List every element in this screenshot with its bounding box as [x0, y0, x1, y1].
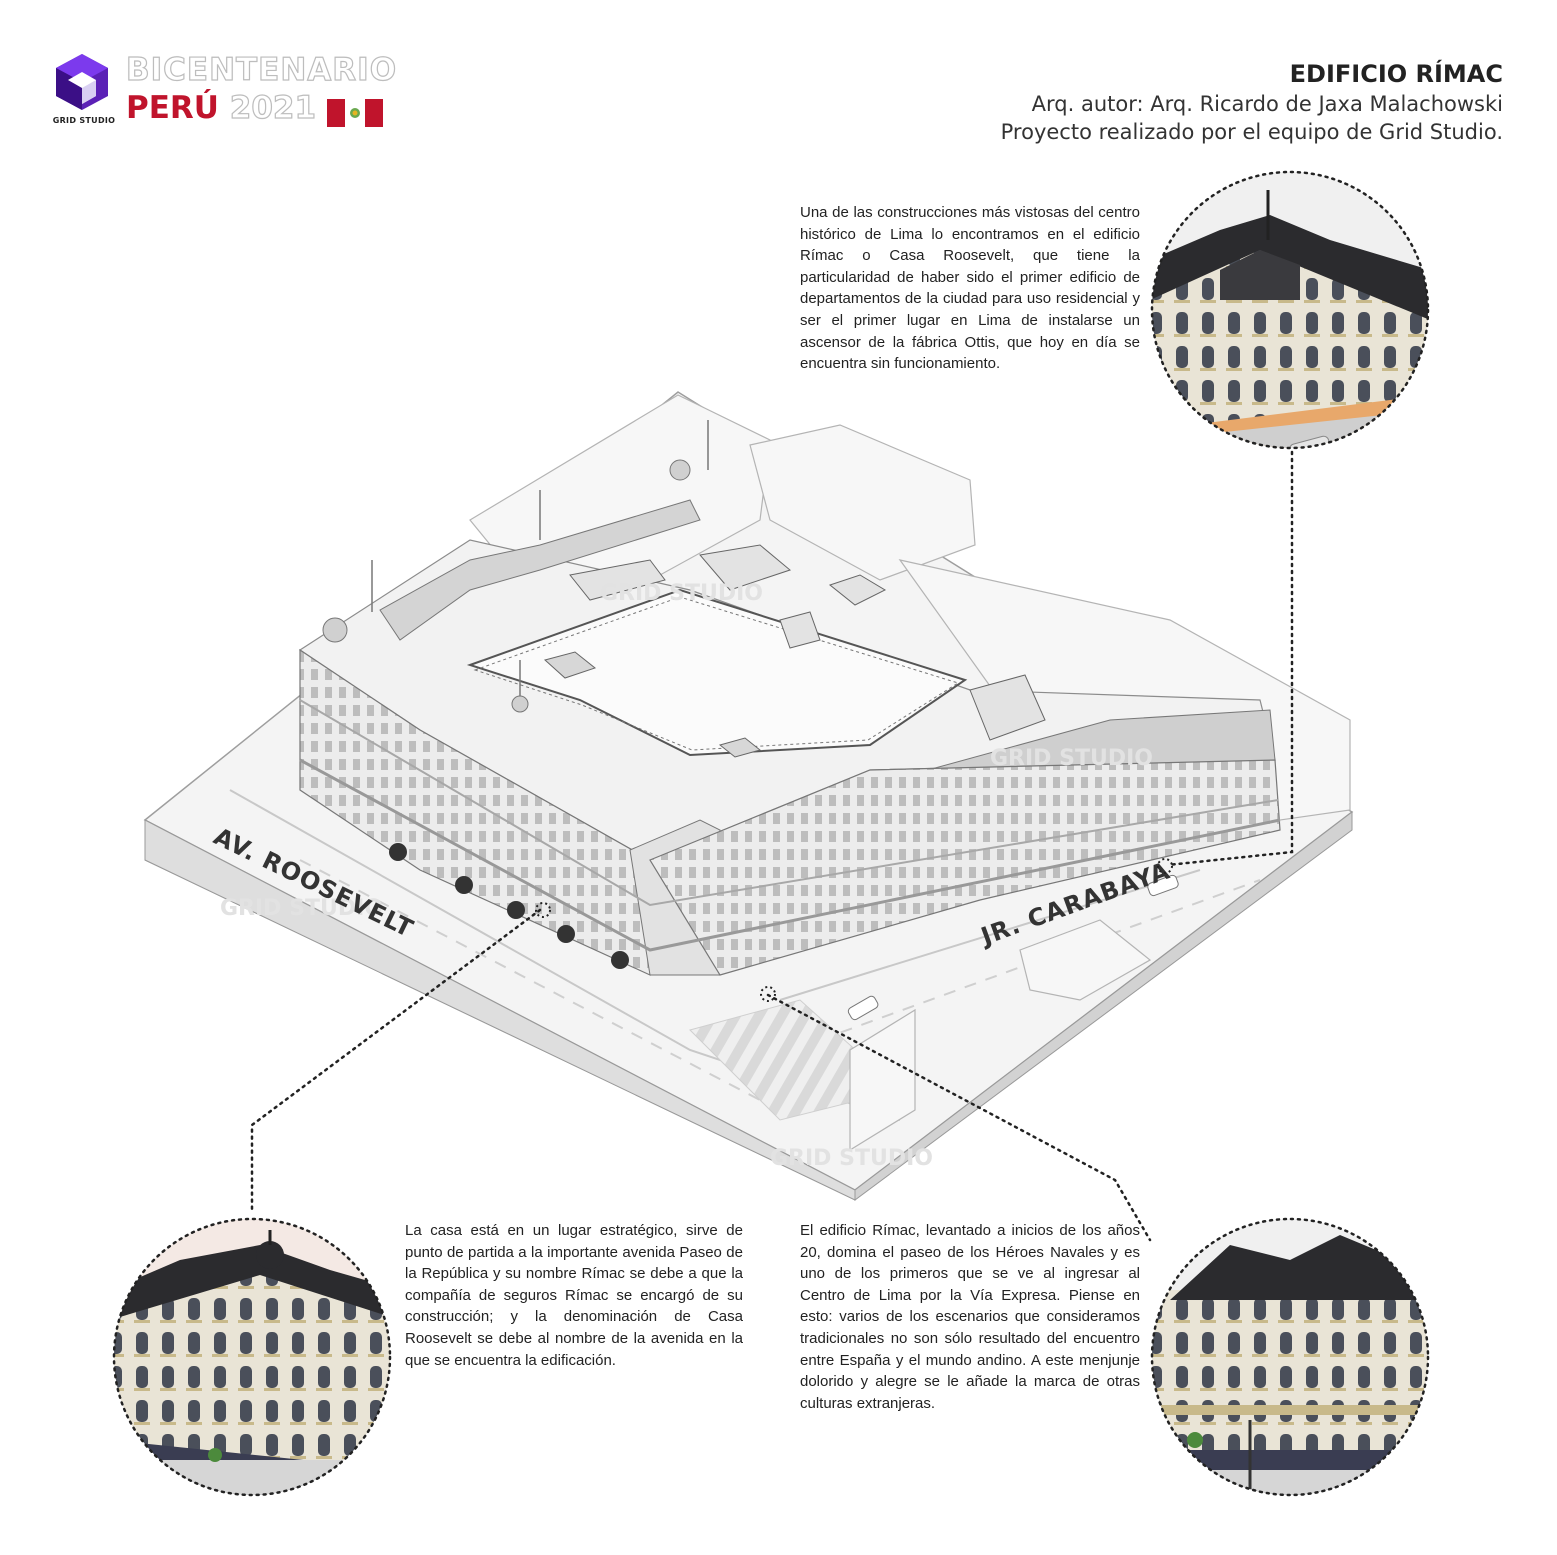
logo-peru-2021: PERÚ 2021: [126, 89, 317, 126]
paragraph-top: Una de las construcciones más vistosas d…: [800, 204, 1140, 373]
paragraph-bottom-left: La casa está en un lugar estratégico, si…: [405, 1222, 743, 1369]
grid-studio-cube-icon: [56, 54, 108, 110]
watermark-text-1: GRID STUDIO: [220, 896, 383, 921]
watermark-text-2: GRID STUDIO: [770, 1146, 933, 1171]
watermark-text-4: GRID STUDIO: [990, 746, 1153, 771]
paragraph-bottom-right: El edificio Rímac, levantado a inicios d…: [800, 1222, 1140, 1412]
cars: [847, 874, 1179, 1021]
grid-studio-logo: GRID STUDIO BICENTENARIO PERÚ 2021: [52, 51, 397, 132]
callout-markers: [535, 858, 1173, 1002]
watermark-text-3: GRID STUDIO: [600, 581, 763, 606]
detail-circle-bottom-left: [112, 1217, 392, 1497]
watermarks: GRID STUDIO GRID STUDIO GRID STUDIO GRID…: [220, 581, 1153, 1171]
logo-bicentenario: BICENTENARIO: [125, 51, 398, 88]
page-title: EDIFICIO RÍMAC: [1289, 60, 1503, 88]
team-line: Proyecto realizado por el equipo de Grid…: [1000, 120, 1503, 144]
detail-circle-top: [1150, 170, 1430, 450]
logo-studio-name: GRID STUDIO: [52, 116, 116, 125]
logo-year: 2021: [229, 89, 317, 126]
callout-lines: [250, 450, 1294, 1242]
street-trees: [389, 843, 629, 969]
logo-peru-word: PERÚ: [126, 90, 219, 126]
author-line: Arq. autor: Arq. Ricardo de Jaxa Malacho…: [1031, 92, 1503, 116]
edificio-rimac-model: [298, 420, 1281, 976]
roads: [229, 789, 1261, 1121]
detail-circle-bottom-right: [1150, 1217, 1430, 1497]
peru-flag-icon: [327, 99, 383, 127]
